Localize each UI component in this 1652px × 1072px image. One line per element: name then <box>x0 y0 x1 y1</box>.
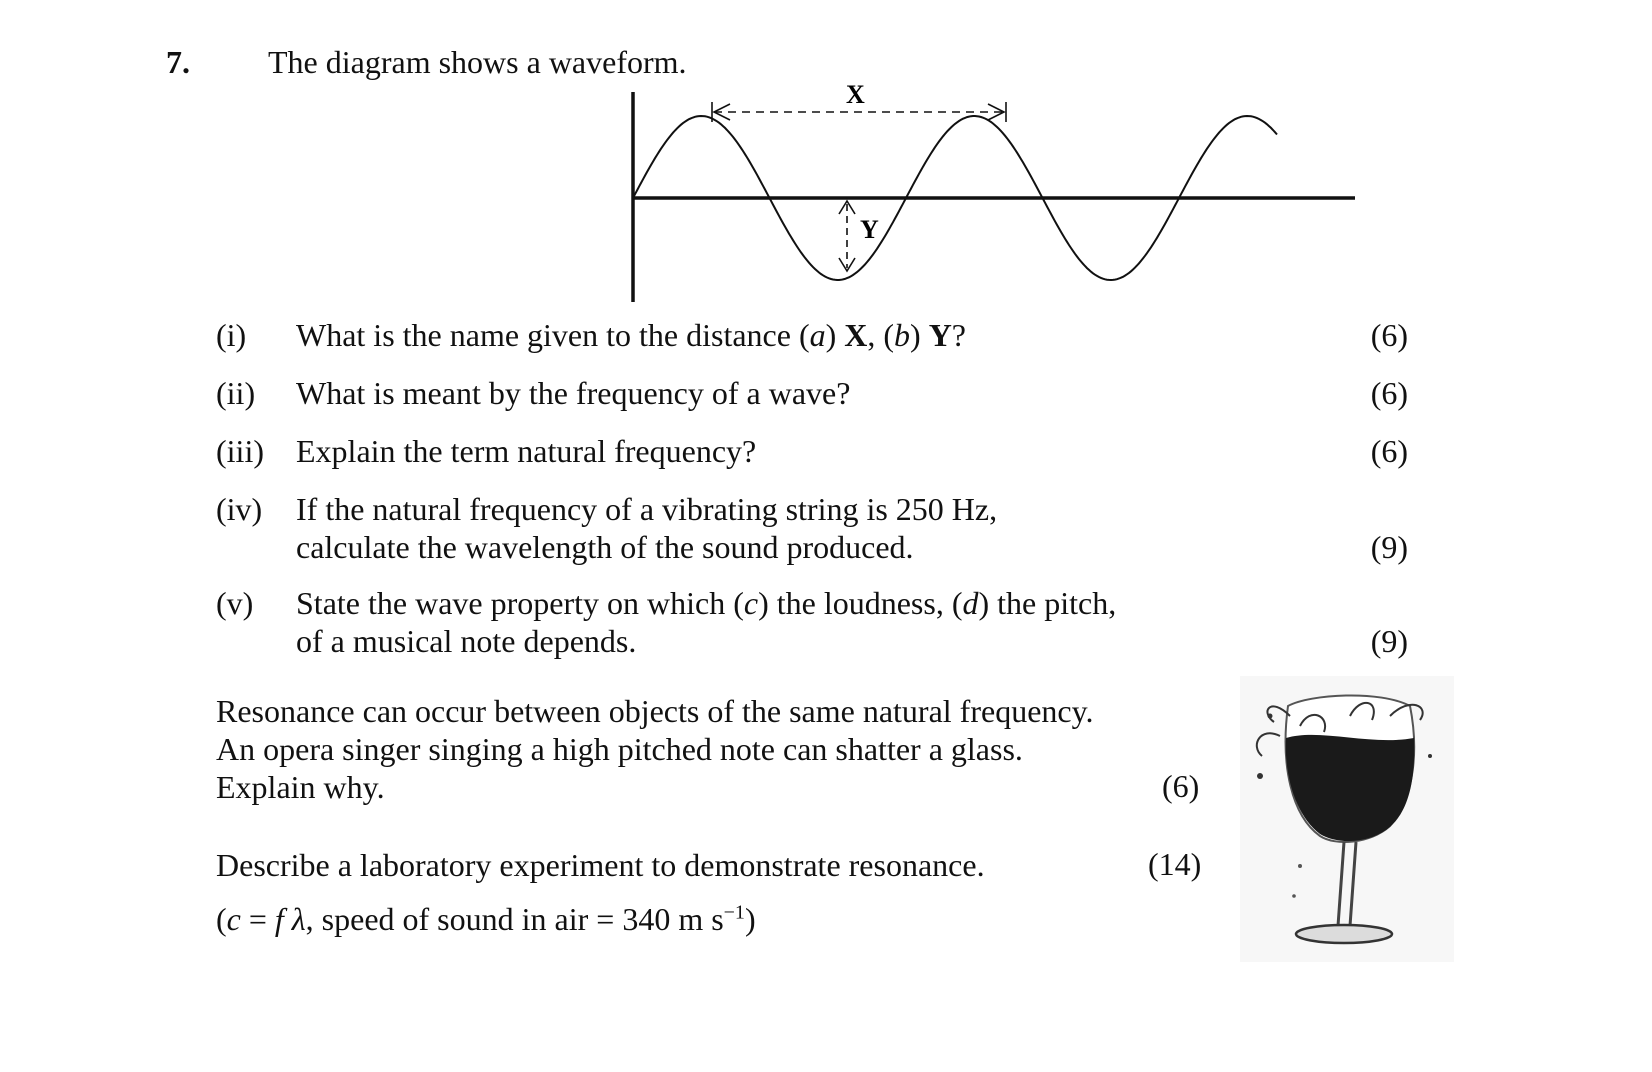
part-marks: (6) <box>1370 433 1408 469</box>
part-marks: (9) <box>1370 623 1408 659</box>
part-roman: (iii) <box>216 433 264 469</box>
glass-droplet <box>1257 773 1263 779</box>
y-top-arrowhead <box>838 199 856 215</box>
sine-wave <box>632 114 1278 282</box>
glass-droplet <box>1298 864 1302 868</box>
glass-droplet <box>1267 713 1273 719</box>
part-text-line1: If the natural frequency of a vibrating … <box>296 491 998 527</box>
part-text: State the wave property on which (c) the… <box>296 585 1117 659</box>
part-text-line2: calculate the wavelength of the sound pr… <box>296 529 914 565</box>
resonance-line3: Explain why. <box>216 769 385 805</box>
label-y: Y <box>860 215 879 244</box>
part-marks: (6) <box>1370 375 1408 411</box>
glass-droplet <box>1428 754 1432 758</box>
shattering-glass-image <box>1240 676 1454 962</box>
part-marks: (9) <box>1370 529 1408 565</box>
y-bottom-arrowhead <box>838 257 856 273</box>
question-intro: The diagram shows a waveform. <box>268 44 687 80</box>
waveform-diagram: X Y <box>631 80 1355 302</box>
glass-splash <box>1255 701 1424 757</box>
part-text: If the natural frequency of a vibrating … <box>296 490 997 566</box>
glass-base <box>1294 923 1394 945</box>
part-roman: (ii) <box>216 375 256 411</box>
resonance-paragraph: Resonance can occur between objects of t… <box>216 692 1094 806</box>
glass-droplet <box>1292 894 1296 898</box>
part-text: Explain the term natural frequency? <box>296 433 757 469</box>
formula-line: (c = f λ, speed of sound in air = 340 m … <box>216 901 756 937</box>
resonance-line1: Resonance can occur between objects of t… <box>216 693 1094 729</box>
question-number: 7. <box>166 44 190 80</box>
part-marks: (6) <box>1370 317 1408 353</box>
part-roman: (v) <box>216 585 254 621</box>
resonance-marks: (6) <box>1162 768 1200 804</box>
label-x: X <box>846 80 865 109</box>
glass-wine <box>1285 734 1415 842</box>
glass-stem <box>1336 841 1358 927</box>
experiment-marks: (14) <box>1148 846 1202 882</box>
part-text: What is the name given to the distance (… <box>296 317 966 353</box>
part-roman: (i) <box>216 317 247 353</box>
experiment-text: Describe a laboratory experiment to demo… <box>216 847 985 883</box>
resonance-line2: An opera singer singing a high pitched n… <box>216 731 1023 767</box>
part-text: What is meant by the frequency of a wave… <box>296 375 851 411</box>
x-left-arrowhead <box>712 103 731 121</box>
x-right-arrowhead <box>987 103 1006 121</box>
formula-superscript: −1 <box>723 901 745 924</box>
part-roman: (iv) <box>216 491 263 527</box>
